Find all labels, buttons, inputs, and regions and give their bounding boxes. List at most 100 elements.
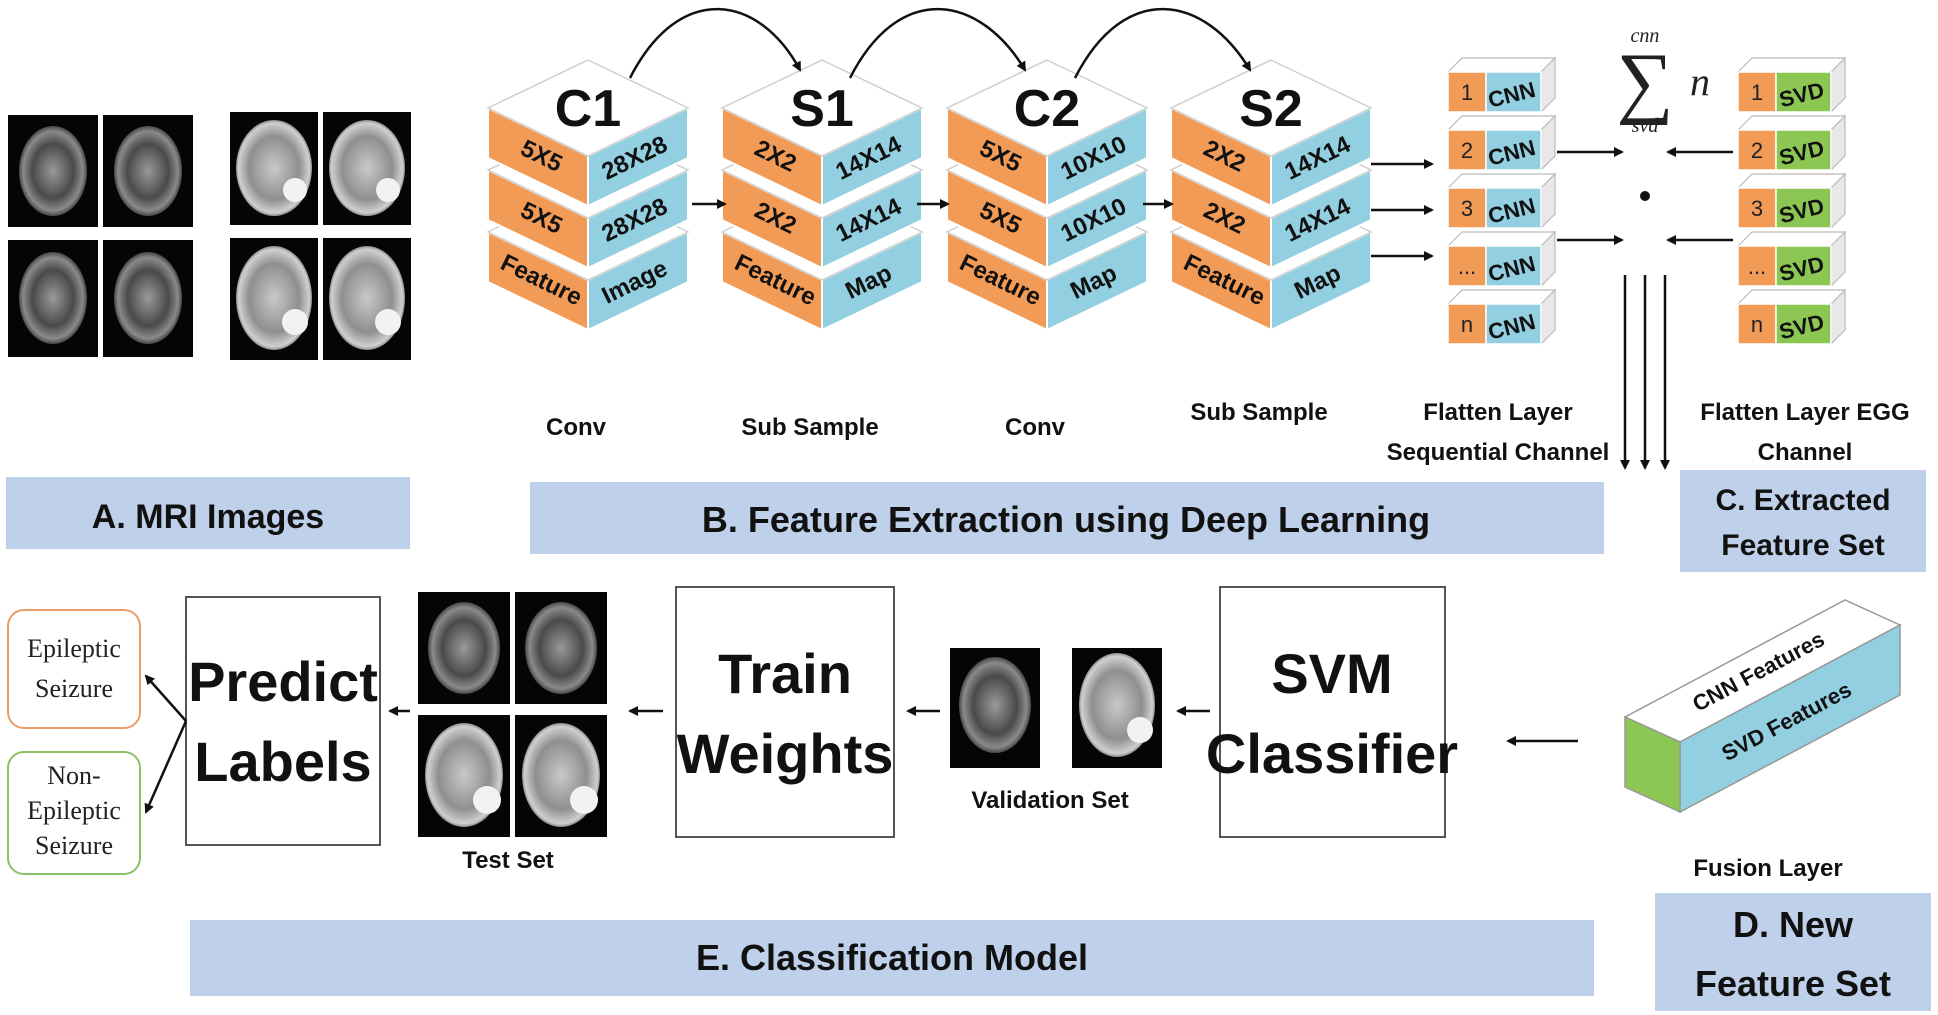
flow-arc (848, 7, 1027, 79)
cube-label-face (1775, 303, 1832, 345)
output-box-text: Seizure (35, 674, 113, 703)
cube-index: 1 (1461, 80, 1473, 105)
cube-index: 2 (1461, 138, 1473, 163)
cube-index: n (1751, 312, 1763, 337)
mri-thumbnail (103, 115, 193, 227)
cube-index: 1 (1751, 80, 1763, 105)
cube-index-face (1447, 303, 1487, 345)
classification-band-label: E. Classification Model (696, 937, 1088, 978)
slab-top-face (945, 59, 1149, 157)
new-feature-band-label-1: D. New (1733, 904, 1854, 945)
svm-classifier-box (1219, 586, 1446, 838)
mri-thumbnail (8, 115, 98, 227)
predict-to-epileptic-arrow (144, 674, 187, 722)
cube-top (1446, 115, 1557, 131)
cube-top (1446, 173, 1557, 189)
cube-label-face (1485, 245, 1542, 287)
cnn-block-caption: Conv (1005, 414, 1066, 441)
svm-label-1: SVM (1271, 642, 1392, 705)
mri-thumbnail-tumor (230, 238, 318, 360)
mri-thumbnail-tumor (323, 112, 411, 225)
flow-arc (628, 7, 802, 79)
cube-index: 2 (1751, 138, 1763, 163)
flow-arc (1073, 7, 1252, 79)
cube-label-face (1485, 71, 1542, 113)
cnn-block-caption: Sub Sample (741, 414, 878, 441)
cube-label-face (1775, 245, 1832, 287)
test-image (418, 592, 510, 704)
extracted-band-label-2: Feature Set (1721, 529, 1884, 562)
validation-image-tumor (1072, 648, 1162, 768)
cube-top (1446, 57, 1557, 73)
predict-labels-box (185, 596, 381, 846)
predict-label-2: Labels (194, 730, 371, 793)
cube-top (1736, 115, 1847, 131)
slab-top-face (720, 59, 924, 157)
extracted-band-label-1: C. Extracted (1715, 484, 1890, 517)
cube-label-face (1485, 187, 1542, 229)
cube-index: n (1461, 312, 1473, 337)
cube-top (1446, 289, 1557, 305)
output-box-border (7, 609, 141, 729)
mri-images-group (8, 112, 411, 360)
cnn-block-title: C1 (555, 80, 621, 138)
cube-label-face (1485, 129, 1542, 171)
cube-index-face (1737, 71, 1777, 113)
cube-index: ... (1458, 254, 1476, 279)
sum-var: n (1690, 59, 1710, 104)
new-feature-band-label-2: Feature Set (1695, 963, 1891, 1004)
cnn-block-title: S2 (1239, 80, 1303, 138)
sum-symbol: ∑ (1616, 38, 1673, 126)
mri-thumbnail-tumor (230, 112, 318, 225)
svm-label-2: Classifier (1206, 722, 1458, 785)
svd-flatten-caption-2: Channel (1758, 439, 1853, 466)
cube-label-face (1775, 187, 1832, 229)
svd-flatten-item: ...SVD (1736, 230, 1847, 288)
classification-band (190, 920, 1594, 996)
extracted-band (1680, 470, 1926, 572)
mri-band-label: A. MRI Images (92, 498, 324, 536)
mri-thumbnail-tumor (323, 238, 411, 360)
fusion-side-face (1624, 715, 1681, 814)
cube-label-face (1775, 129, 1832, 171)
cube-index: 3 (1751, 196, 1763, 221)
cnn-flatten-caption-2: Sequential Channel (1387, 439, 1610, 466)
cube-index-face (1737, 129, 1777, 171)
slab-top-face (486, 59, 690, 157)
svd-flatten-caption-1: Flatten Layer EGG (1700, 399, 1909, 426)
output-box-text: Non- (47, 761, 100, 790)
cube-index: ... (1748, 254, 1766, 279)
test-image-tumor (515, 715, 607, 837)
cube-label-face (1775, 71, 1832, 113)
cube-label-face (1485, 303, 1542, 345)
cube-top (1736, 173, 1847, 189)
cube-index-face (1737, 187, 1777, 229)
cnn-block-caption: Sub Sample (1190, 399, 1327, 426)
mri-band (6, 477, 410, 549)
cnn-flatten-item: ...CNN (1446, 230, 1557, 288)
cube-index-face (1447, 245, 1487, 287)
train-weights-box (675, 586, 895, 838)
cube-index-face (1737, 245, 1777, 287)
cube-top (1736, 231, 1847, 247)
feature-extraction-band-label: B. Feature Extraction using Deep Learnin… (702, 499, 1430, 540)
